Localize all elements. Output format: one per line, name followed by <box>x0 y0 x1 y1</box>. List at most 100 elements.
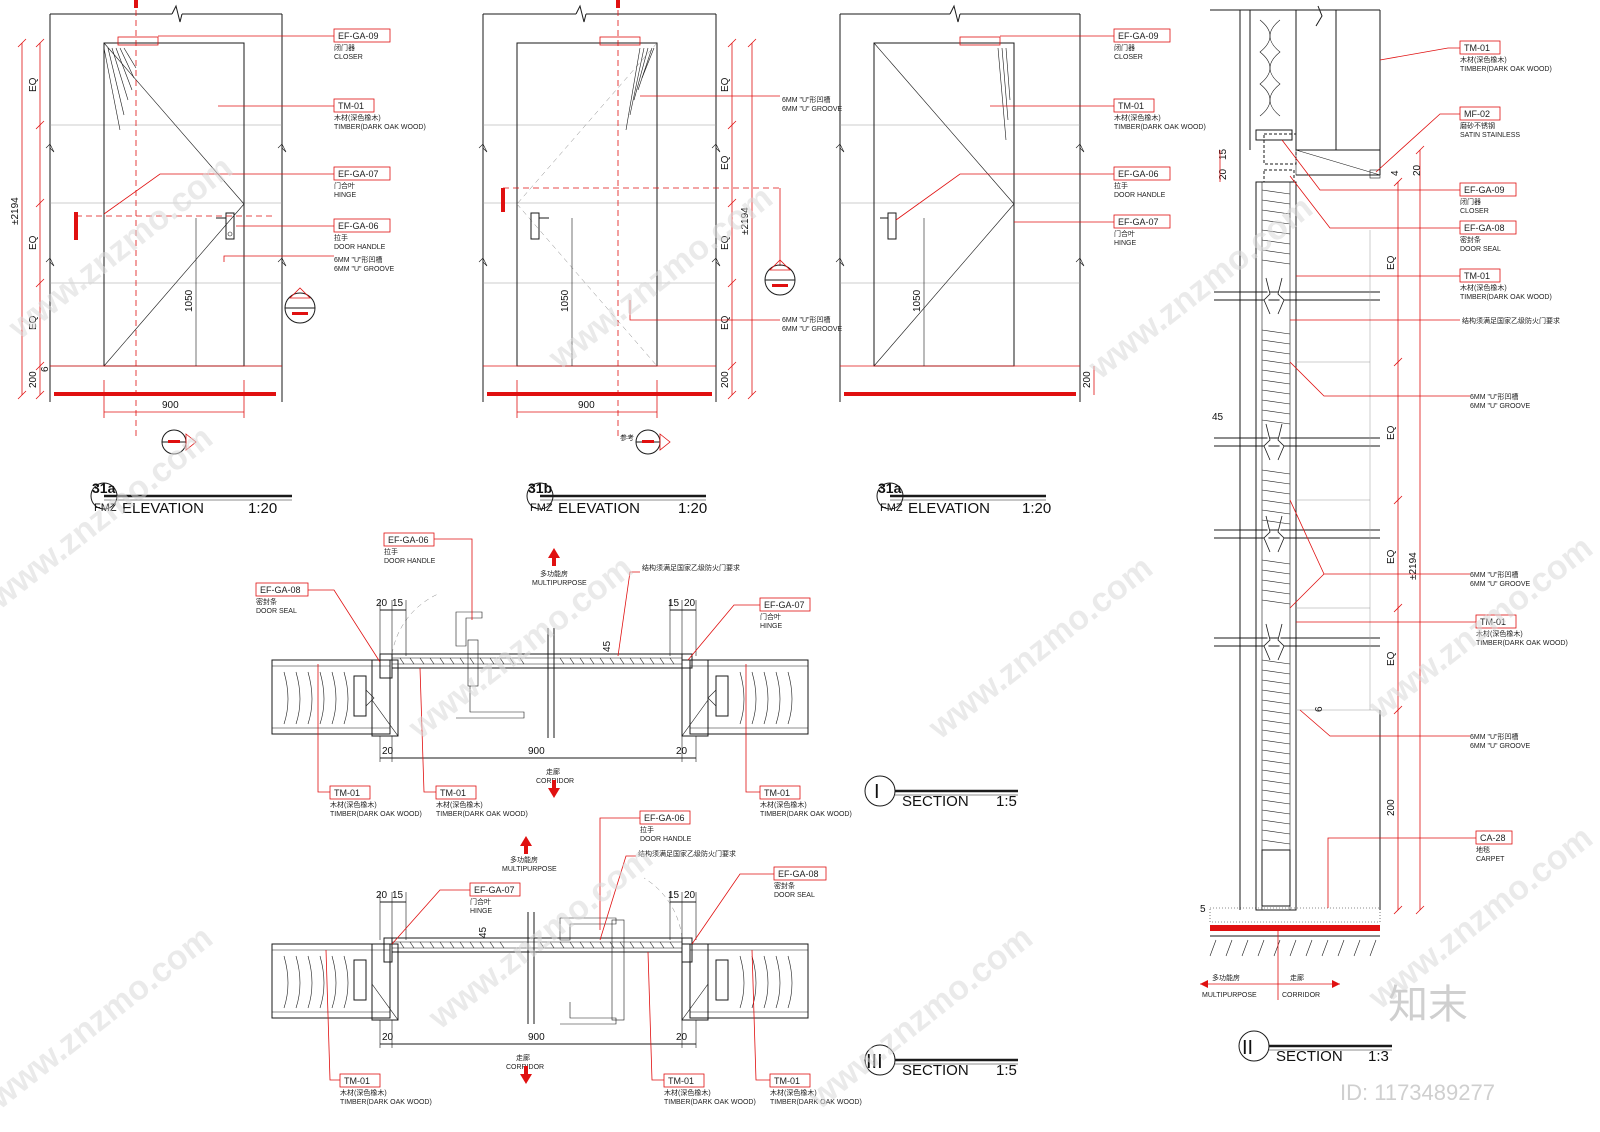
tag-seal-code: EF-GA-08 <box>260 585 301 595</box>
tag-timber-code-2: TM-01 <box>440 788 466 798</box>
tag-handle-cn-r: 拉手 <box>1114 181 1128 190</box>
dim-width: 900 <box>578 400 595 411</box>
section-tag: III <box>866 1051 883 1073</box>
dim-leaf: 45 <box>1212 412 1224 423</box>
tag-timber-en-1: TIMBER(DARK OAK WOOD) <box>1460 66 1552 73</box>
dim-eq-2: EQ <box>28 235 39 250</box>
tag-timber-cn-2: 木材(深色橡木) <box>664 1088 711 1097</box>
dim-handle-height: 1050 <box>184 289 195 312</box>
dim-floor: 5 <box>1200 904 1206 915</box>
tag-handle-code-r: EF-GA-06 <box>1118 169 1159 179</box>
elevation-31a-left: EQ EQ EQ 200 ±2194 6 1050 900 <box>10 0 316 455</box>
dim-eq-4: EQ <box>1386 651 1397 666</box>
dim-height: ±2194 <box>10 197 21 225</box>
room-corr-en: CORRIDOR <box>1282 992 1320 999</box>
tag-timber-cn-r: 木材(深色橡木) <box>1114 113 1161 122</box>
section-scale: 1:3 <box>1368 1048 1389 1065</box>
dim-handle-height: 1050 <box>560 289 571 312</box>
up-arrow-icon <box>520 836 532 854</box>
dim-leaf: 45 <box>602 640 613 652</box>
elevation-label: ELEVATION <box>122 500 204 517</box>
dim-base-small: 6 <box>1314 706 1325 712</box>
tag-groove-cn-3: 6MM "U"形凹槽 <box>1470 732 1519 741</box>
dim-eq-3: EQ <box>28 315 39 330</box>
tag-timber-cn-2: 木材(深色橡木) <box>436 800 483 809</box>
dim-jamb-a-r: 20 <box>684 598 696 609</box>
up-arrow-icon <box>548 548 560 566</box>
section-tag: I <box>874 781 880 803</box>
tag-timber-en-r: TIMBER(DARK OAK WOOD) <box>1114 124 1206 131</box>
tag-handle-en: DOOR HANDLE <box>384 558 436 565</box>
tag-hinge-code: EF-GA-07 <box>338 169 379 179</box>
dim-side-l: 20 <box>382 746 394 757</box>
room-multi-cn: 多功能房 <box>540 569 568 578</box>
tag-closer-cn: 闭门器 <box>1460 197 1481 206</box>
dim-side-r: 20 <box>676 1032 688 1043</box>
dim-jamb-b: 15 <box>392 890 404 901</box>
tag-hinge-code-r: EF-GA-07 <box>1118 217 1159 227</box>
room-multi-cn: 多功能房 <box>1212 973 1240 982</box>
dim-side-l: 20 <box>382 1032 394 1043</box>
tag-timber-cn-3: 木材(深色橡木) <box>770 1088 817 1097</box>
tag-timber-cn: 木材(深色橡木) <box>340 1088 387 1097</box>
tag-timber-en-2: TIMBER(DARK OAK WOOD) <box>436 811 528 818</box>
tag-timber-cn-2: 木材(深色橡木) <box>1460 283 1507 292</box>
dim-jamb-a: 20 <box>1218 168 1229 180</box>
dim-width: 900 <box>528 746 545 757</box>
tag-closer-code-r: EF-GA-09 <box>1118 31 1159 41</box>
dim-jamb-a: 20 <box>376 890 388 901</box>
tag-hinge-en: HINGE <box>760 623 783 630</box>
section-tag: II <box>1242 1037 1253 1059</box>
section-label: SECTION <box>1276 1048 1343 1065</box>
tag-seal-code: EF-GA-08 <box>1464 223 1505 233</box>
watermark-layer: www.znzmo.com www.znzmo.com www.znzmo.co… <box>0 148 1600 1116</box>
tag-timber-cn-3: 木材(深色橡木) <box>760 800 807 809</box>
tag-timber-en-3: TIMBER(DARK OAK WOOD) <box>1476 640 1568 647</box>
dim-jamb-a-r: 20 <box>684 890 696 901</box>
tag-groove-en-2: 6MM "U" GROOVE <box>1470 581 1531 588</box>
tag-steel-cn: 磨砂不锈钢 <box>1460 121 1495 130</box>
room-multi-en: MULTIPURPOSE <box>532 580 587 587</box>
dim-jamb-b-r: 15 <box>668 598 680 609</box>
tag-handle-code: EF-GA-06 <box>388 535 429 545</box>
elevation-tag: 31a <box>92 480 116 496</box>
dim-width: 900 <box>528 1032 545 1043</box>
watermark-logo: 知末 <box>1388 983 1468 1027</box>
tag-hinge-cn-r: 门合叶 <box>1114 229 1135 238</box>
watermark-text: www.znzmo.com <box>801 918 1040 1116</box>
dim-base: 200 <box>720 371 731 388</box>
elevation-tag: 31a <box>878 480 902 496</box>
tag-carpet-code: CA-28 <box>1480 833 1506 843</box>
dim-base: 200 <box>28 371 39 388</box>
elevation-scale: 1:20 <box>1022 500 1051 517</box>
dim-height: ±2194 <box>740 207 751 235</box>
tag-seal-cn: 密封条 <box>256 597 277 606</box>
dim-base: 200 <box>1082 371 1093 388</box>
dim-eq-3: EQ <box>720 235 731 250</box>
tag-timber-code-1: TM-01 <box>1464 43 1490 53</box>
tag-closer-en-r: CLOSER <box>1114 54 1143 61</box>
watermark-id: ID: 1173489277 <box>1340 1080 1495 1105</box>
tag-groove-en-1: 6MM "U" GROOVE <box>1470 403 1531 410</box>
tag-timber-en: TIMBER(DARK OAK WOOD) <box>334 124 426 131</box>
elevation-tag: 31b <box>528 480 552 496</box>
tag-groove-en: 6MM "U" GROOVE <box>334 266 395 273</box>
tag-timber-code: TM-01 <box>334 788 360 798</box>
tag-hinge-code: EF-GA-07 <box>764 600 805 610</box>
tag-groove-cn-2: 6MM "U"形凹槽 <box>1470 570 1519 579</box>
tag-timber-code-3: TM-01 <box>764 788 790 798</box>
fire-note: 结构须满足国家乙级防火门要求 <box>1462 316 1560 325</box>
elevation-title-2: 31b FMZ ELEVATION 1:20 <box>526 480 707 517</box>
room-corr-cn: 走廊 <box>516 1053 530 1062</box>
tag-groove-cn-1: 6MM "U"形凹槽 <box>1470 392 1519 401</box>
dim-width: 900 <box>162 400 179 411</box>
dim-jamb-b-r: 15 <box>668 890 680 901</box>
watermark-text: www.znzmo.com <box>921 548 1160 746</box>
room-multi-cn: 多功能房 <box>510 855 538 864</box>
elevation-31a-right: 1050 200 <box>835 4 1095 402</box>
tag-timber-en: TIMBER(DARK OAK WOOD) <box>330 811 422 818</box>
tag-handle-en: DOOR HANDLE <box>640 836 692 843</box>
tag-hinge-code: EF-GA-07 <box>474 885 515 895</box>
tag-timber-cn-3: 木材(深色橡木) <box>1476 629 1523 638</box>
